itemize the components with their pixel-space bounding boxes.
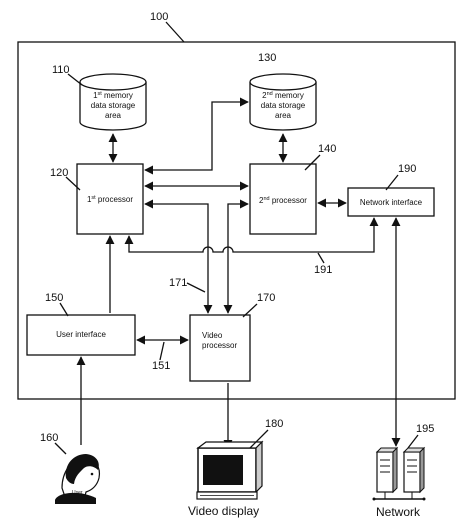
network-interface-box [347, 187, 435, 217]
memory-2-label-3: area [275, 111, 292, 120]
video-processor-label-2: processor [202, 341, 237, 350]
processor-1-label: 1st processor [87, 195, 133, 204]
memory-1-label-2: data storage [91, 101, 136, 110]
ref-network-interface: 190 [398, 163, 416, 175]
leader-mem1 [67, 73, 83, 86]
leader-user [54, 442, 67, 455]
video-processor-box [189, 314, 251, 382]
ref-processor2: 140 [318, 143, 336, 155]
leader-video-display [249, 429, 269, 449]
leader-network [407, 434, 419, 449]
link-proc2-video [223, 199, 249, 314]
link-proc1-mem2 [144, 97, 249, 175]
network-interface-label: Network interface [360, 198, 423, 207]
ref-user: 160 [40, 432, 58, 444]
ref-bus-151: 151 [152, 360, 170, 372]
ref-network: 195 [416, 423, 434, 435]
leader-processor2 [304, 154, 321, 171]
memory-2-label-2: data storage [261, 101, 306, 110]
processor-2-label: 2nd processor [259, 196, 307, 205]
ref-bus-171: 171 [169, 277, 187, 289]
leader-video-processor [242, 303, 258, 318]
memory-1-label-3: area [105, 111, 122, 120]
leader-processor1 [65, 176, 81, 191]
memory-2-label: 2nd memory [262, 91, 304, 100]
ref-user-interface: 150 [45, 292, 63, 304]
link-proc1-video [144, 199, 209, 286]
user-label: User [72, 490, 83, 496]
memory-1-cylinder: 1st memory data storage area [79, 73, 147, 131]
server-pair-icon [372, 446, 426, 501]
video-processor-label-1: Video [202, 331, 223, 340]
crt-monitor-icon [196, 440, 264, 500]
ref-processor1: 120 [50, 167, 68, 179]
leader-network-interface [385, 174, 399, 191]
ref-mem1: 110 [52, 64, 70, 76]
ref-system: 100 [150, 11, 168, 23]
ref-video-display: 180 [265, 418, 283, 430]
ref-bus-191: 191 [314, 264, 332, 276]
leader-bus-151 [159, 341, 165, 361]
leader-system [165, 21, 185, 43]
ref-video-processor: 170 [257, 292, 275, 304]
person-head-icon [55, 454, 101, 504]
user-interface-label: User interface [56, 330, 106, 339]
user-interface-box [26, 314, 136, 356]
memory-2-cylinder: 2nd memory data storage area [249, 73, 317, 131]
video-display-label: Video display [188, 504, 259, 518]
bus-191 [124, 217, 379, 253]
ref-mem2: 130 [258, 52, 276, 64]
leader-bus-171 [186, 282, 206, 293]
memory-1-label: 1st memory [93, 91, 133, 100]
network-label: Network [376, 505, 421, 519]
leader-bus-191 [317, 252, 325, 264]
leader-user-interface [59, 302, 69, 317]
